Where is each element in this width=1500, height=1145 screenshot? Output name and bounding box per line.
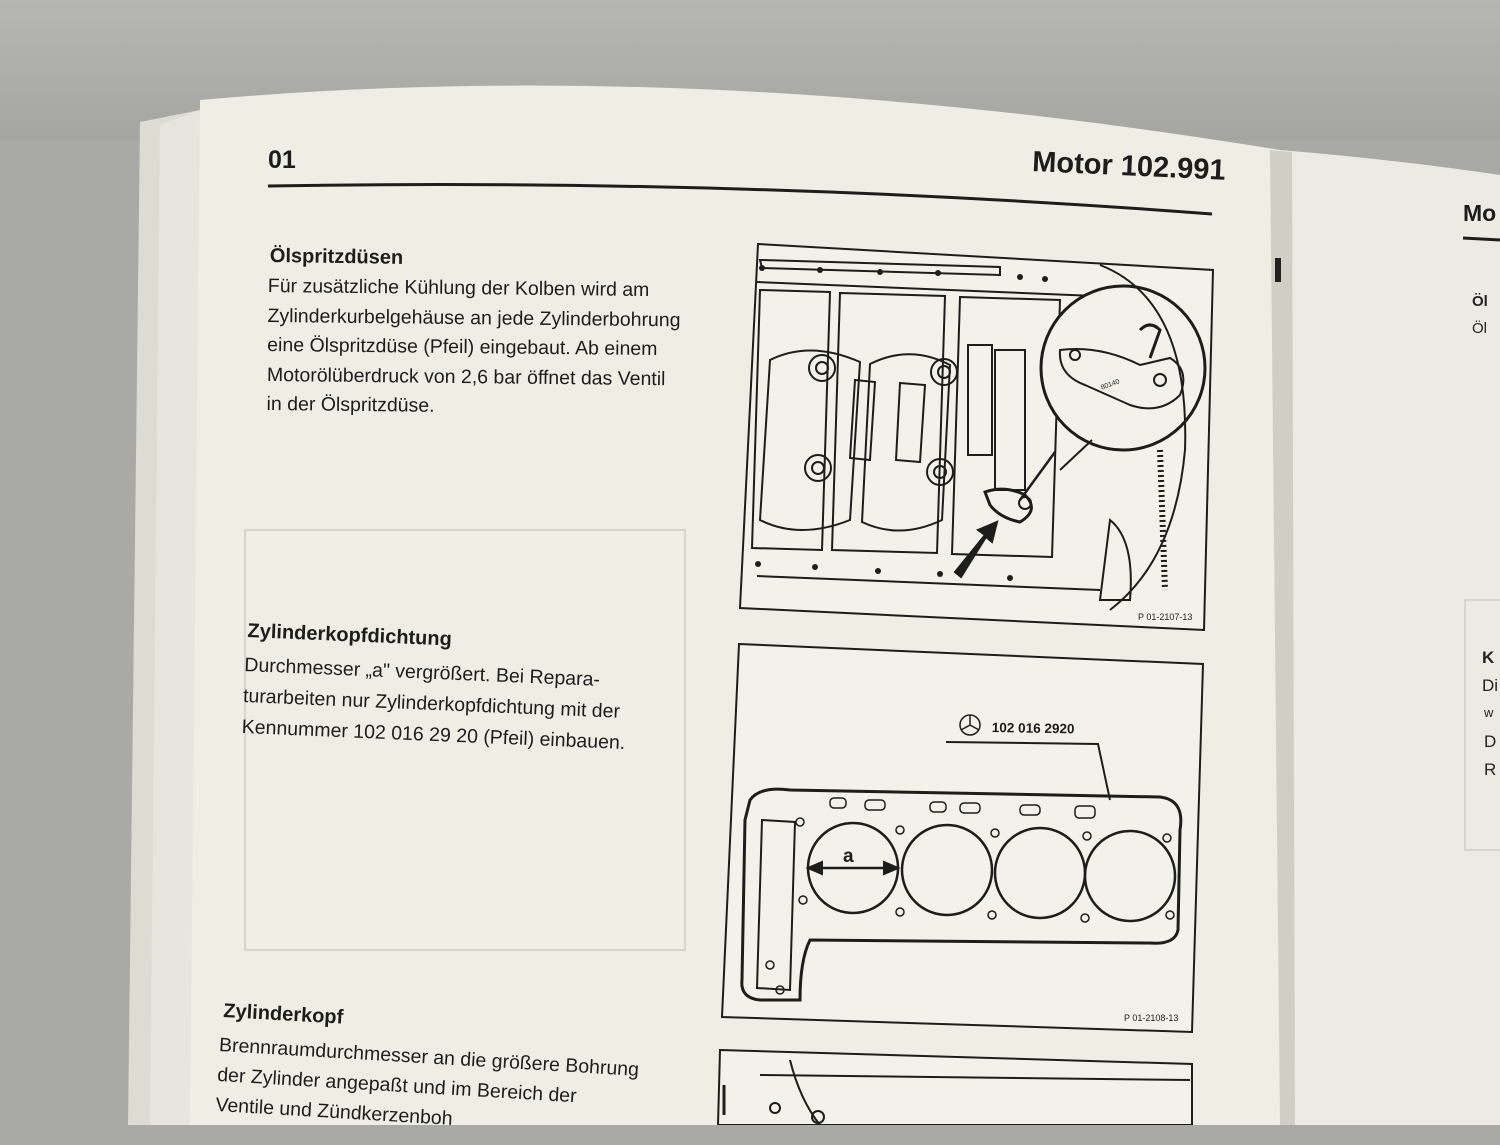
right-page-fragment: K bbox=[1482, 648, 1495, 667]
right-page-fragment: Di bbox=[1482, 676, 1499, 695]
section-heading-oil-nozzles: Ölspritzdüsen bbox=[269, 245, 404, 269]
head-gasket-figure bbox=[720, 642, 1205, 1034]
text-line: Für zusätzliche Kühlung der Kolben wird … bbox=[267, 274, 650, 301]
right-page-fragment: Öl bbox=[1472, 293, 1488, 310]
text-line: eine Ölspritzdüse (Pfeil) eingebaut. Ab … bbox=[267, 333, 658, 361]
right-page bbox=[1280, 150, 1500, 1125]
engine-block-figure bbox=[738, 242, 1215, 632]
section-text-oil-nozzles: Für zusätzliche Kühlung der Kolben wird … bbox=[266, 272, 681, 424]
section-text-head-gasket: Durchmesser „a" vergrößert. Bei Repara- … bbox=[241, 650, 628, 759]
page-number: 01 bbox=[268, 146, 296, 174]
figure-caption: P 01-2107-13 bbox=[1138, 612, 1193, 622]
header-rule bbox=[267, 183, 1213, 216]
text-line: Zylinderkurbelgehäuse an jede Zylinderbo… bbox=[267, 304, 681, 331]
right-page-fragment: Öl bbox=[1472, 320, 1487, 337]
part-number-label: 102 016 2920 bbox=[991, 720, 1075, 737]
right-page-fragment: D bbox=[1484, 732, 1497, 751]
right-page-fragment: w bbox=[1484, 705, 1494, 720]
dimension-label: a bbox=[843, 846, 854, 867]
figure-caption: P 01-2108-13 bbox=[1124, 1013, 1179, 1023]
right-page-fragment: R bbox=[1484, 760, 1497, 779]
cylinder-head-figure bbox=[716, 1048, 1193, 1125]
text-line: Motorölüberdruck von 2,6 bar öffnet das … bbox=[266, 363, 666, 390]
text-line: in der Ölspritzdüse. bbox=[266, 392, 435, 417]
right-page-header: Mo bbox=[1463, 200, 1497, 226]
